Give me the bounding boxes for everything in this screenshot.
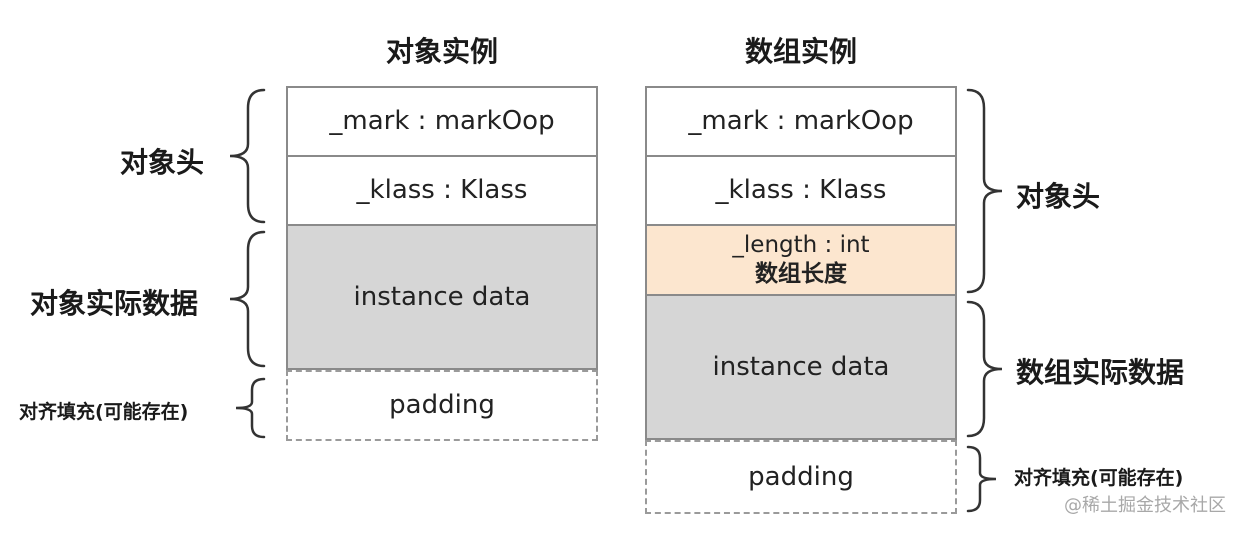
object-header-label: 对象头 <box>120 146 205 179</box>
object-instance-data-text: instance data <box>353 281 531 312</box>
array-instance-title: 数组实例 <box>744 35 857 68</box>
watermark-text: @稀土掘金技术社区 <box>1064 495 1226 516</box>
array-mark-cell: _mark : markOop <box>645 86 957 157</box>
array-klass-text: _klass : Klass <box>715 175 887 206</box>
object-mark-cell: _mark : markOop <box>286 86 598 157</box>
array-header-label: 对象头 <box>1016 180 1101 213</box>
array-instance-data-text: instance data <box>712 351 890 382</box>
array-instance-data-cell: instance data <box>645 294 957 440</box>
object-instance-data-cell: instance data <box>286 224 598 370</box>
object-data-brace <box>229 230 266 368</box>
array-padding-label: 对齐填充(可能存在) <box>1014 467 1184 489</box>
object-klass-text: _klass : Klass <box>356 175 528 206</box>
array-padding-text: padding <box>748 461 854 492</box>
array-data-brace <box>966 300 1003 438</box>
array-data-label: 数组实际数据 <box>1016 356 1185 389</box>
array-length-desc: 数组长度 <box>755 261 847 287</box>
array-mark-text: _mark : markOop <box>688 106 914 137</box>
object-klass-cell: _klass : Klass <box>286 155 598 226</box>
array-padding-brace <box>966 445 997 513</box>
object-data-label: 对象实际数据 <box>30 287 199 320</box>
array-padding-cell: padding <box>645 440 957 514</box>
array-length-cell: _length : int 数组长度 <box>645 224 957 296</box>
object-padding-cell: padding <box>286 370 598 441</box>
array-length-text: _length : int <box>732 232 870 259</box>
object-padding-label: 对齐填充(可能存在) <box>19 401 189 423</box>
object-mark-text: _mark : markOop <box>329 106 555 137</box>
array-header-brace <box>966 88 1003 294</box>
object-padding-brace <box>235 377 266 439</box>
object-header-brace <box>229 88 266 224</box>
object-instance-title: 对象实例 <box>385 35 498 68</box>
array-klass-cell: _klass : Klass <box>645 155 957 226</box>
object-padding-text: padding <box>389 390 495 421</box>
